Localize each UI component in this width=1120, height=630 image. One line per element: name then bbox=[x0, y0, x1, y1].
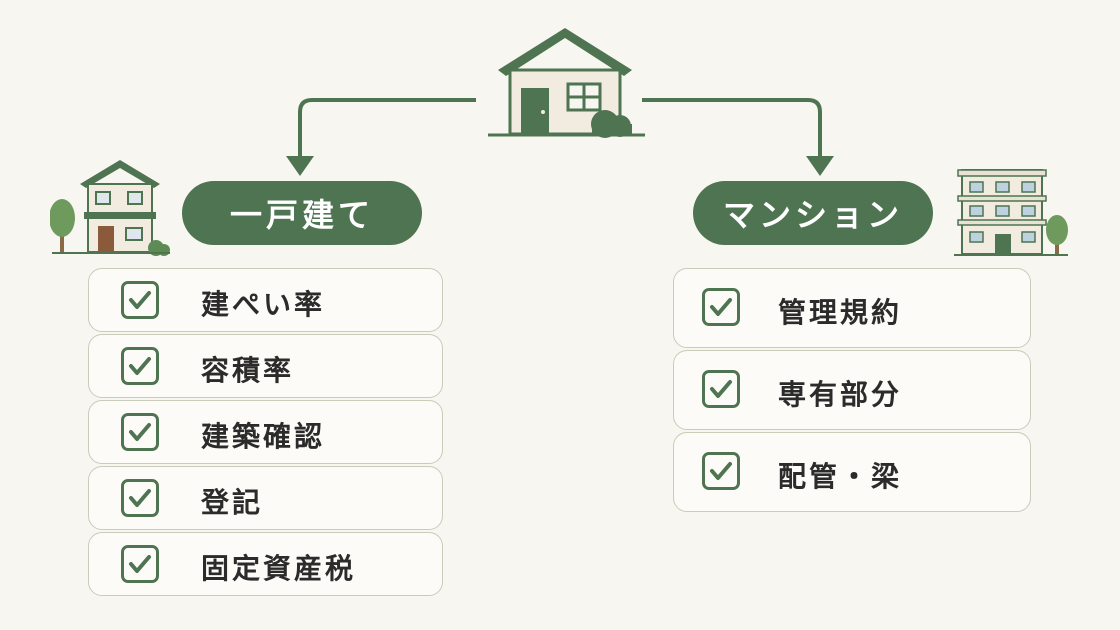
arrow-right bbox=[642, 98, 822, 158]
list-item: 専有部分 bbox=[673, 350, 1031, 430]
house-icon bbox=[488, 28, 645, 138]
list-item: 容積率 bbox=[88, 334, 443, 398]
arrow-left bbox=[298, 98, 476, 158]
checkbox-checked-icon bbox=[121, 545, 159, 583]
list-item: 固定資産税 bbox=[88, 532, 443, 596]
list-item-label: 登記 bbox=[201, 486, 264, 519]
list-item: 管理規約 bbox=[673, 268, 1031, 348]
list-item-label: 配管・梁 bbox=[778, 460, 903, 493]
list-item-label: 管理規約 bbox=[778, 296, 903, 329]
arrow-left-head bbox=[286, 156, 314, 176]
list-item-label: 建築確認 bbox=[201, 420, 326, 453]
checkbox-checked-icon bbox=[121, 479, 159, 517]
checkbox-checked-icon bbox=[121, 347, 159, 385]
checkbox-checked-icon bbox=[121, 413, 159, 451]
branch-title-detached-house: 一戸建て bbox=[182, 181, 422, 245]
list-item-label: 固定資産税 bbox=[201, 552, 357, 585]
list-item: 建築確認 bbox=[88, 400, 443, 464]
apartment-building-icon bbox=[954, 169, 1068, 256]
list-item: 配管・梁 bbox=[673, 432, 1031, 512]
list-item-label: 容積率 bbox=[201, 354, 295, 387]
list-item: 登記 bbox=[88, 466, 443, 530]
list-item-label: 建ぺい率 bbox=[201, 288, 326, 321]
list-item: 建ぺい率 bbox=[88, 268, 443, 332]
arrow-right-head bbox=[806, 156, 834, 176]
checkbox-checked-icon bbox=[121, 281, 159, 319]
detached-house-icon bbox=[50, 160, 170, 256]
checkbox-checked-icon bbox=[702, 288, 740, 326]
branch-title-condominium: マンション bbox=[693, 181, 933, 245]
checkbox-checked-icon bbox=[702, 452, 740, 490]
list-item-label: 専有部分 bbox=[778, 378, 903, 411]
checkbox-checked-icon bbox=[702, 370, 740, 408]
